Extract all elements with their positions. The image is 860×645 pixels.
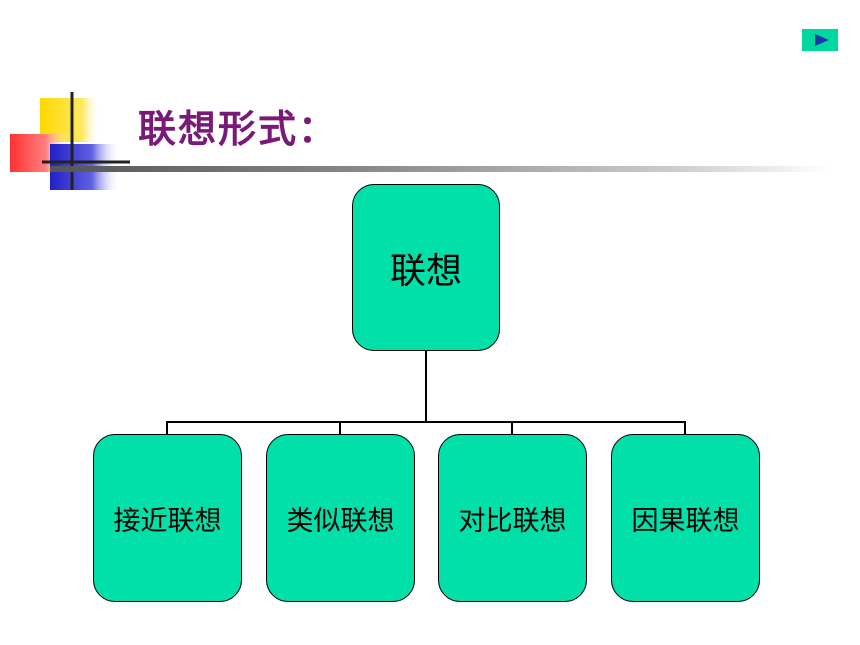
- child-node-causality: 因果联想: [611, 434, 760, 602]
- child-node-contrast: 对比联想: [438, 434, 587, 602]
- child-node-proximity: 接近联想: [93, 434, 242, 602]
- slide-title: 联想形式：: [138, 106, 339, 151]
- next-slide-button[interactable]: [802, 29, 838, 51]
- play-next-icon: [814, 34, 829, 46]
- root-node: 联想: [352, 184, 500, 351]
- title-underline: [50, 166, 830, 172]
- child-node-similarity: 类似联想: [266, 434, 415, 602]
